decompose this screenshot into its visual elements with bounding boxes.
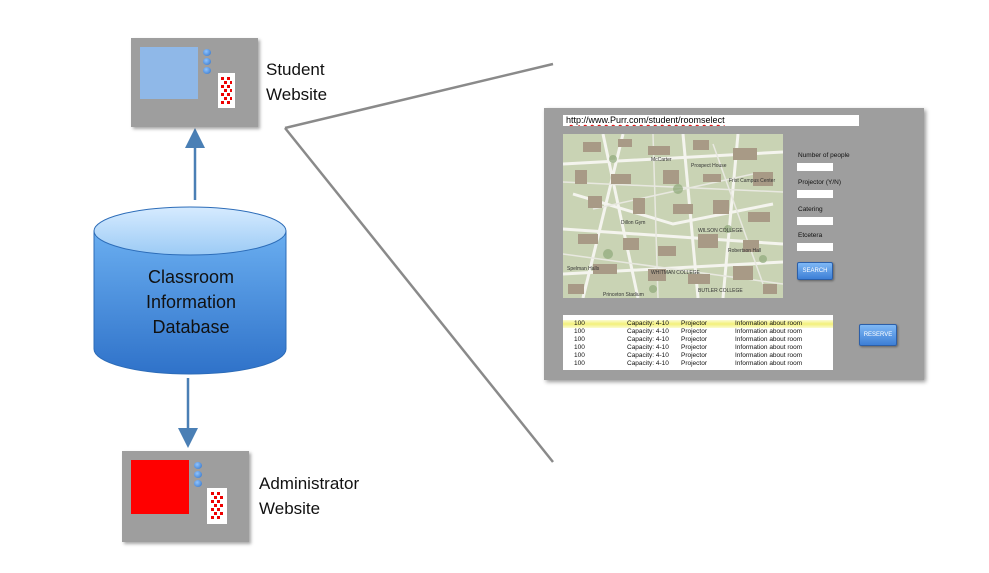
- button-dot-icon: [194, 462, 202, 469]
- student-website-thumbnail: [131, 38, 258, 127]
- result-info: Information about room: [735, 320, 803, 327]
- callout-line-bottom: [284, 127, 554, 463]
- projector-label: Projector (Y/N): [798, 179, 841, 186]
- database-label-line3: Database: [152, 317, 230, 337]
- result-info: Information about room: [735, 352, 803, 359]
- campus-map[interactable]: McCarter Prospect House Frist Campus Cen…: [563, 134, 783, 298]
- result-number: 100: [574, 344, 585, 351]
- map-label: McCarter: [651, 157, 672, 163]
- result-capacity: Capacity: 4-10: [627, 320, 669, 327]
- result-number: 100: [574, 320, 585, 327]
- etcetera-field[interactable]: [797, 243, 833, 251]
- admin-label-line1: Administrator: [259, 474, 360, 493]
- student-website-screen: [140, 47, 198, 99]
- result-number: 100: [574, 360, 585, 367]
- callout-line-top: [284, 62, 554, 130]
- result-capacity: Capacity: 4-10: [627, 328, 669, 335]
- catering-label: Catering: [798, 206, 823, 213]
- result-feature: Projector: [681, 336, 708, 343]
- reserve-button[interactable]: RESERVE: [859, 324, 897, 346]
- result-row[interactable]: 100 Capacity: 4-10 Projector Information…: [563, 336, 833, 344]
- result-row[interactable]: 100 Capacity: 4-10 Projector Information…: [563, 320, 833, 328]
- result-info: Information about room: [735, 336, 803, 343]
- student-label-line1: Student: [266, 60, 325, 79]
- map-label: Prospect House: [691, 163, 727, 169]
- student-label-line2: Website: [266, 85, 328, 104]
- result-feature: Projector: [681, 344, 708, 351]
- database-label-line2: Information: [145, 292, 237, 312]
- map-label: BUTLER COLLEGE: [698, 288, 743, 294]
- map-label: WILSON COLLEGE: [698, 228, 743, 234]
- address-bar[interactable]: http://www.Purr.com/student/roomselect: [563, 115, 859, 126]
- button-dot-icon: [194, 480, 202, 487]
- database-cylinder-icon: [93, 206, 287, 375]
- result-number: 100: [574, 328, 585, 335]
- student-website-label: Student Website: [266, 57, 327, 107]
- student-website-mockup: http://www.Purr.com/student/roomselect: [544, 108, 924, 380]
- result-row[interactable]: 100 Capacity: 4-10 Projector Information…: [563, 328, 833, 336]
- map-label: Frist Campus Center: [729, 178, 775, 184]
- admin-label-line2: Website: [259, 499, 321, 518]
- result-number: 100: [574, 336, 585, 343]
- number-of-people-label: Number of people: [798, 152, 850, 159]
- result-info: Information about room: [735, 328, 803, 335]
- document-icon: [218, 73, 235, 108]
- map-label: Dillon Gym: [621, 220, 645, 226]
- result-feature: Projector: [681, 352, 708, 359]
- result-number: 100: [574, 352, 585, 359]
- map-label: Spelman Halls: [567, 266, 600, 272]
- document-icon: [207, 488, 227, 524]
- catering-field[interactable]: [797, 217, 833, 225]
- button-dot-icon: [203, 49, 211, 56]
- result-info: Information about room: [735, 360, 803, 367]
- result-capacity: Capacity: 4-10: [627, 344, 669, 351]
- result-info: Information about room: [735, 344, 803, 351]
- checkered-document-icon: [211, 492, 223, 519]
- result-feature: Projector: [681, 328, 708, 335]
- admin-website-screen: [131, 460, 189, 514]
- projector-field[interactable]: [797, 190, 833, 198]
- checkered-document-icon: [221, 77, 232, 104]
- result-row[interactable]: 100 Capacity: 4-10 Projector Information…: [563, 344, 833, 352]
- map-label: Robertson Hall: [728, 248, 761, 254]
- admin-website-thumbnail: [122, 451, 249, 542]
- result-capacity: Capacity: 4-10: [627, 360, 669, 367]
- button-dot-icon: [203, 58, 211, 65]
- campus-map-image: McCarter Prospect House Frist Campus Cen…: [563, 134, 783, 298]
- search-button[interactable]: SEARCH: [797, 262, 833, 280]
- etcetera-label: Etcetera: [798, 232, 823, 239]
- map-label: WHITMAN COLLEGE: [651, 270, 701, 276]
- url-text: http://www.Purr.com/student/roomselect: [566, 115, 725, 125]
- result-feature: Projector: [681, 320, 708, 327]
- database-label-line1: Classroom: [147, 267, 235, 287]
- result-row[interactable]: 100 Capacity: 4-10 Projector Information…: [563, 352, 833, 360]
- result-capacity: Capacity: 4-10: [627, 352, 669, 359]
- result-capacity: Capacity: 4-10: [627, 336, 669, 343]
- number-of-people-field[interactable]: [797, 163, 833, 171]
- map-label: Princeton Stadium: [603, 292, 644, 298]
- button-dot-icon: [203, 67, 211, 74]
- admin-website-label: Administrator Website: [259, 471, 359, 521]
- result-feature: Projector: [681, 360, 708, 367]
- results-list: 100 Capacity: 4-10 Projector Information…: [563, 315, 833, 370]
- result-row[interactable]: 100 Capacity: 4-10 Projector Information…: [563, 360, 833, 368]
- button-dot-icon: [194, 471, 202, 478]
- database-label: Classroom Information Database: [96, 265, 286, 340]
